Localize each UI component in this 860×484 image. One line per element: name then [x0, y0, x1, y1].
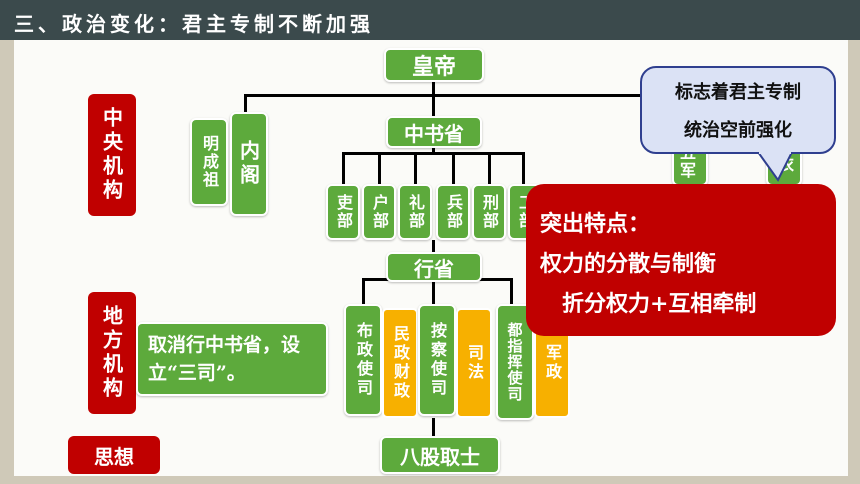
callout-red-line2: 权力的分散与制衡 [540, 251, 717, 277]
xingsheng-box: 行省 [386, 252, 482, 282]
ministry-li-box: 吏部 [326, 184, 360, 240]
connector-line [522, 152, 525, 186]
connector-line [342, 152, 524, 155]
callout-key-features: 突出特点： 权力的分散与制衡 折分权力+互相牵制 [526, 184, 836, 336]
connector-line [342, 152, 345, 186]
connector-line [510, 278, 513, 306]
zhongshusheng-box: 中书省 [386, 116, 482, 148]
connector-line [432, 146, 435, 154]
callout-red-line1: 突出特点： [540, 211, 651, 237]
callout-blue-line1: 标志着君主专制 [675, 82, 801, 103]
title-bar: 三、政治变化：君主专制不断加强 [0, 0, 860, 40]
connector-line [432, 80, 435, 120]
ministry-bing-box: 兵部 [436, 184, 470, 240]
ming-chengzu-box: 明成祖 [190, 118, 228, 206]
neige-box: 内阁 [230, 112, 268, 216]
bagu-exam-box: 八股取士 [380, 436, 500, 474]
ministry-hu-box: 户部 [362, 184, 396, 240]
abolish-note-box: 取消行中书省，设立“三司”。 [136, 322, 328, 396]
callout-blue-line2: 统治空前强化 [684, 120, 792, 141]
connector-line [432, 240, 435, 254]
label-local-agencies: 地方机构 [88, 292, 136, 414]
connector-line [378, 152, 381, 186]
connector-line [362, 278, 365, 306]
abolish-note-text: 取消行中书省，设立“三司”。 [148, 334, 301, 384]
callout-autocracy-strengthened: 标志着君主专制 统治空前强化 [640, 66, 836, 182]
duzhihuishi-box: 都指挥使司 [496, 304, 534, 420]
callout-red-line3: 折分权力+互相牵制 [562, 291, 757, 317]
buzhengshi-box: 布政使司 [344, 304, 382, 416]
sifa-box: 司法 [456, 308, 492, 418]
connector-line [414, 152, 417, 186]
connector-line [432, 278, 435, 306]
page-title: 三、政治变化：君主专制不断加强 [14, 12, 374, 36]
connector-line [432, 418, 435, 438]
anchashi-box: 按察使司 [418, 304, 456, 416]
connector-line [488, 152, 491, 186]
callout-pointer-icon [758, 152, 794, 182]
connector-line [452, 152, 455, 186]
emperor-box: 皇帝 [384, 48, 484, 82]
label-thought: 思想 [68, 436, 160, 474]
connector-line [246, 94, 658, 97]
ministry-xing-box: 刑部 [472, 184, 506, 240]
label-central-agencies: 中央机构 [88, 94, 136, 216]
ministry-rites-box: 礼部 [398, 184, 432, 240]
connector-line [244, 94, 247, 118]
minzheng-caizheng-box: 民政财政 [382, 308, 418, 418]
